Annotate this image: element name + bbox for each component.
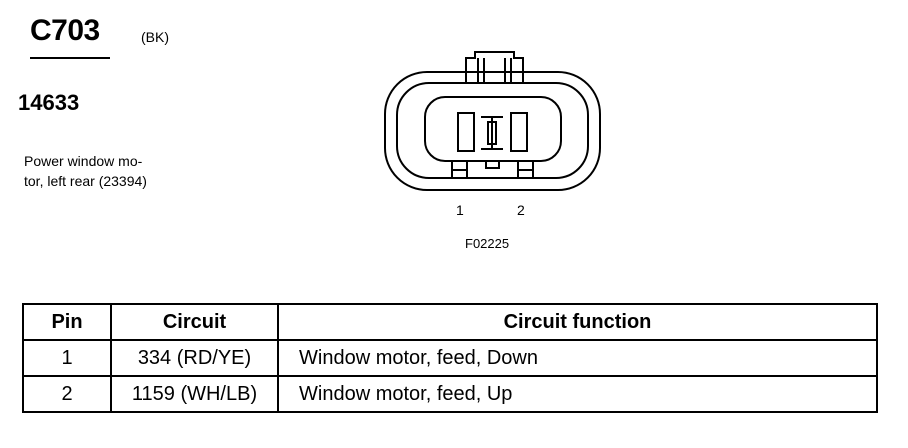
description-line-2: tor, left rear (23394) (24, 173, 147, 189)
connector-description: Power window mo- tor, left rear (23394) (24, 151, 147, 191)
connector-housing-inner (424, 96, 562, 162)
pin-label-2: 2 (517, 202, 525, 218)
cell-pin: 2 (22, 375, 112, 413)
description-line-1: Power window mo- (24, 153, 143, 169)
cell-pin: 1 (22, 339, 112, 377)
bottom-keys (451, 161, 534, 178)
part-number: 14633 (18, 90, 80, 115)
connector-housing-outer (384, 71, 601, 191)
pin-table: Pin Circuit Circuit function 1 334 (RD/Y… (22, 303, 878, 413)
cell-circuit-function: Window motor, feed, Up (277, 375, 878, 413)
header-circuit: Circuit (110, 303, 279, 341)
pin-label-1: 1 (456, 202, 464, 218)
header-circuit-function: Circuit function (277, 303, 878, 341)
table-row: 1 334 (RD/YE) Window motor, feed, Down (22, 339, 878, 377)
center-key-stem (487, 121, 497, 145)
connector-housing-mid (396, 82, 589, 179)
connector-id: C703 (30, 14, 100, 47)
cell-circuit-function: Window motor, feed, Down (277, 339, 878, 377)
terminal-1 (457, 112, 475, 152)
figure-code: F02225 (465, 236, 510, 251)
connector-face-drawing (384, 51, 601, 191)
locking-tab (465, 51, 524, 82)
table-header-row: Pin Circuit Circuit function (22, 303, 878, 341)
table-row: 2 1159 (WH/LB) Window motor, feed, Up (22, 375, 878, 413)
cell-circuit: 334 (RD/YE) (110, 339, 279, 377)
connector-id-underline (30, 57, 110, 59)
connector-color-code: (BK) (141, 29, 169, 45)
header-pin: Pin (22, 303, 112, 341)
cell-circuit: 1159 (WH/LB) (110, 375, 279, 413)
terminal-2 (510, 112, 528, 152)
